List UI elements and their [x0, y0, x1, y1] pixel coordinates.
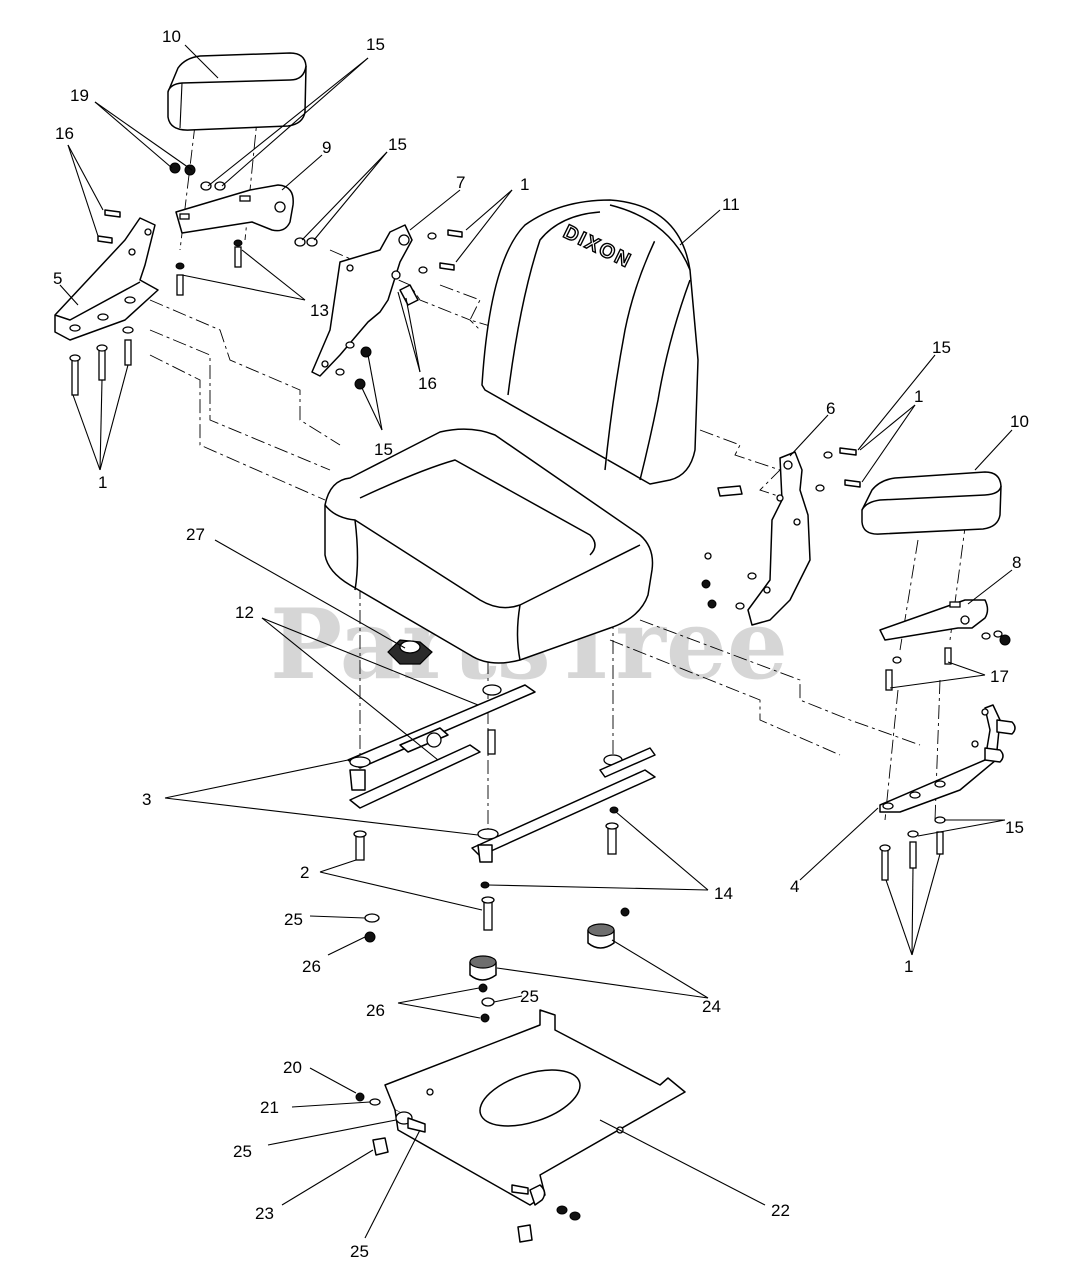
callout-15-mid: 15	[374, 440, 393, 459]
callout-10-left: 10	[162, 27, 181, 46]
callout-3: 3	[142, 790, 151, 809]
seat-switch	[387, 639, 433, 665]
callout-15-right-bottom: 15	[1005, 818, 1024, 837]
callout-21: 22	[771, 1201, 790, 1220]
callout-7: 7	[456, 173, 465, 192]
callout-15-second: 15	[388, 135, 407, 154]
callout-14: 14	[714, 884, 733, 903]
callout-9: 9	[322, 138, 331, 157]
callout-1-left: 1	[98, 473, 107, 492]
seat-bottom-cushion	[324, 428, 654, 664]
callout-17: 17	[990, 667, 1009, 686]
callout-4: 4	[790, 877, 799, 896]
callout-27: 27	[186, 525, 205, 544]
back-bracket-right	[747, 451, 811, 626]
callout-25-mid: 25	[520, 987, 539, 1006]
callout-1-right-bottom: 1	[904, 957, 913, 976]
callout-15-right: 15	[932, 338, 951, 357]
callout-23: 24	[702, 997, 721, 1016]
seat-back-cushion: DIXON	[481, 199, 699, 485]
bolts-seat-rails	[353, 729, 619, 931]
base-plate-hardware	[355, 1092, 581, 1243]
rubber-isolators	[469, 923, 615, 981]
callout-5: 5	[53, 269, 62, 288]
callout-11: 11	[722, 195, 740, 214]
seat-slide-rail-left	[347, 684, 536, 809]
callout-10-right: 10	[1010, 412, 1029, 431]
right-upper-hardware	[701, 447, 1011, 881]
leader-lines	[59, 44, 1013, 1239]
callout-22: 23	[255, 1204, 274, 1223]
callout-20: 21	[260, 1098, 279, 1117]
armrest-pad-right	[861, 471, 1002, 535]
armrest-bracket-left	[175, 184, 294, 234]
callout-8: 8	[1012, 553, 1021, 572]
seat-bracket-right	[879, 704, 1016, 813]
callout-26-mid: 26	[366, 1001, 385, 1020]
seat-slide-rail-right	[471, 747, 656, 863]
callout-24: 25	[350, 1242, 369, 1261]
callout-25-left: 25	[284, 910, 303, 929]
nuts-washers	[364, 907, 630, 1023]
armrest-bracket-right	[879, 599, 989, 641]
callout-19: 20	[283, 1058, 302, 1077]
back-bracket-left	[311, 224, 419, 377]
callout-1-right-top: 1	[914, 387, 923, 406]
callout-16-left: 16	[55, 124, 74, 143]
callout-26-left: 26	[302, 957, 321, 976]
callout-25-lower: 25	[233, 1142, 252, 1161]
callout-labels: 10 15 19 16 9 15 7 1 11 5 13 16 15 1 15 …	[53, 27, 1029, 1261]
callout-12: 12	[235, 603, 254, 622]
upper-hardware	[69, 162, 463, 396]
seat-bracket-left	[54, 217, 159, 341]
callout-16-lower: 16	[418, 374, 437, 393]
seat-base-plate	[384, 1009, 686, 1206]
armrest-pad-left	[167, 52, 307, 131]
callout-15-top: 15	[366, 35, 385, 54]
callout-1-top: 1	[520, 175, 529, 194]
callout-13: 13	[310, 301, 329, 320]
callout-2: 2	[300, 863, 309, 882]
callout-6: 6	[826, 399, 835, 418]
callout-18: 19	[70, 86, 89, 105]
